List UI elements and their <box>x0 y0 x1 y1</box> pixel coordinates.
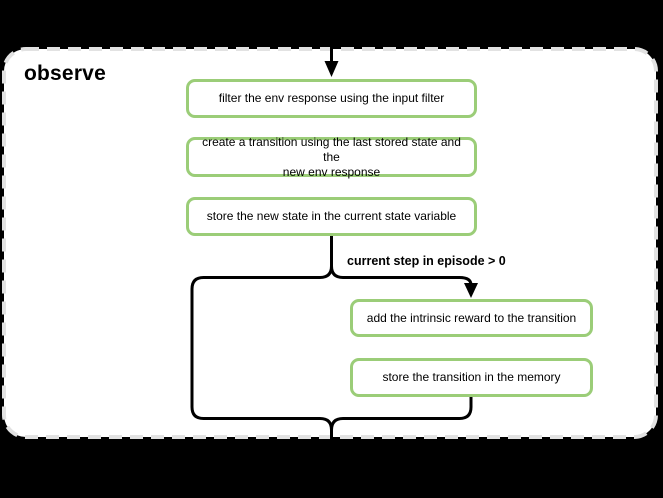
step-box-store-transition-memory: store the transition in the memory <box>350 358 593 397</box>
condition-label: current step in episode > 0 <box>347 254 506 268</box>
connector-branch-left-bypass <box>190 234 333 458</box>
panel-title: observe <box>24 62 106 85</box>
arrowhead-into-filter-box <box>324 61 339 77</box>
connector-branch-right <box>330 265 473 286</box>
step-box-add-intrinsic-reward: add the intrinsic reward to the transiti… <box>350 299 593 337</box>
step-box-create-transition: create a transition using the last store… <box>186 135 477 179</box>
step-box-store-new-state: store the new state in the current state… <box>186 197 477 236</box>
connector-merge-from-store-transition <box>330 397 473 431</box>
arrowhead-into-add-reward-box <box>464 283 478 298</box>
step-box-filter-env-response: filter the env response using the input … <box>186 79 477 118</box>
